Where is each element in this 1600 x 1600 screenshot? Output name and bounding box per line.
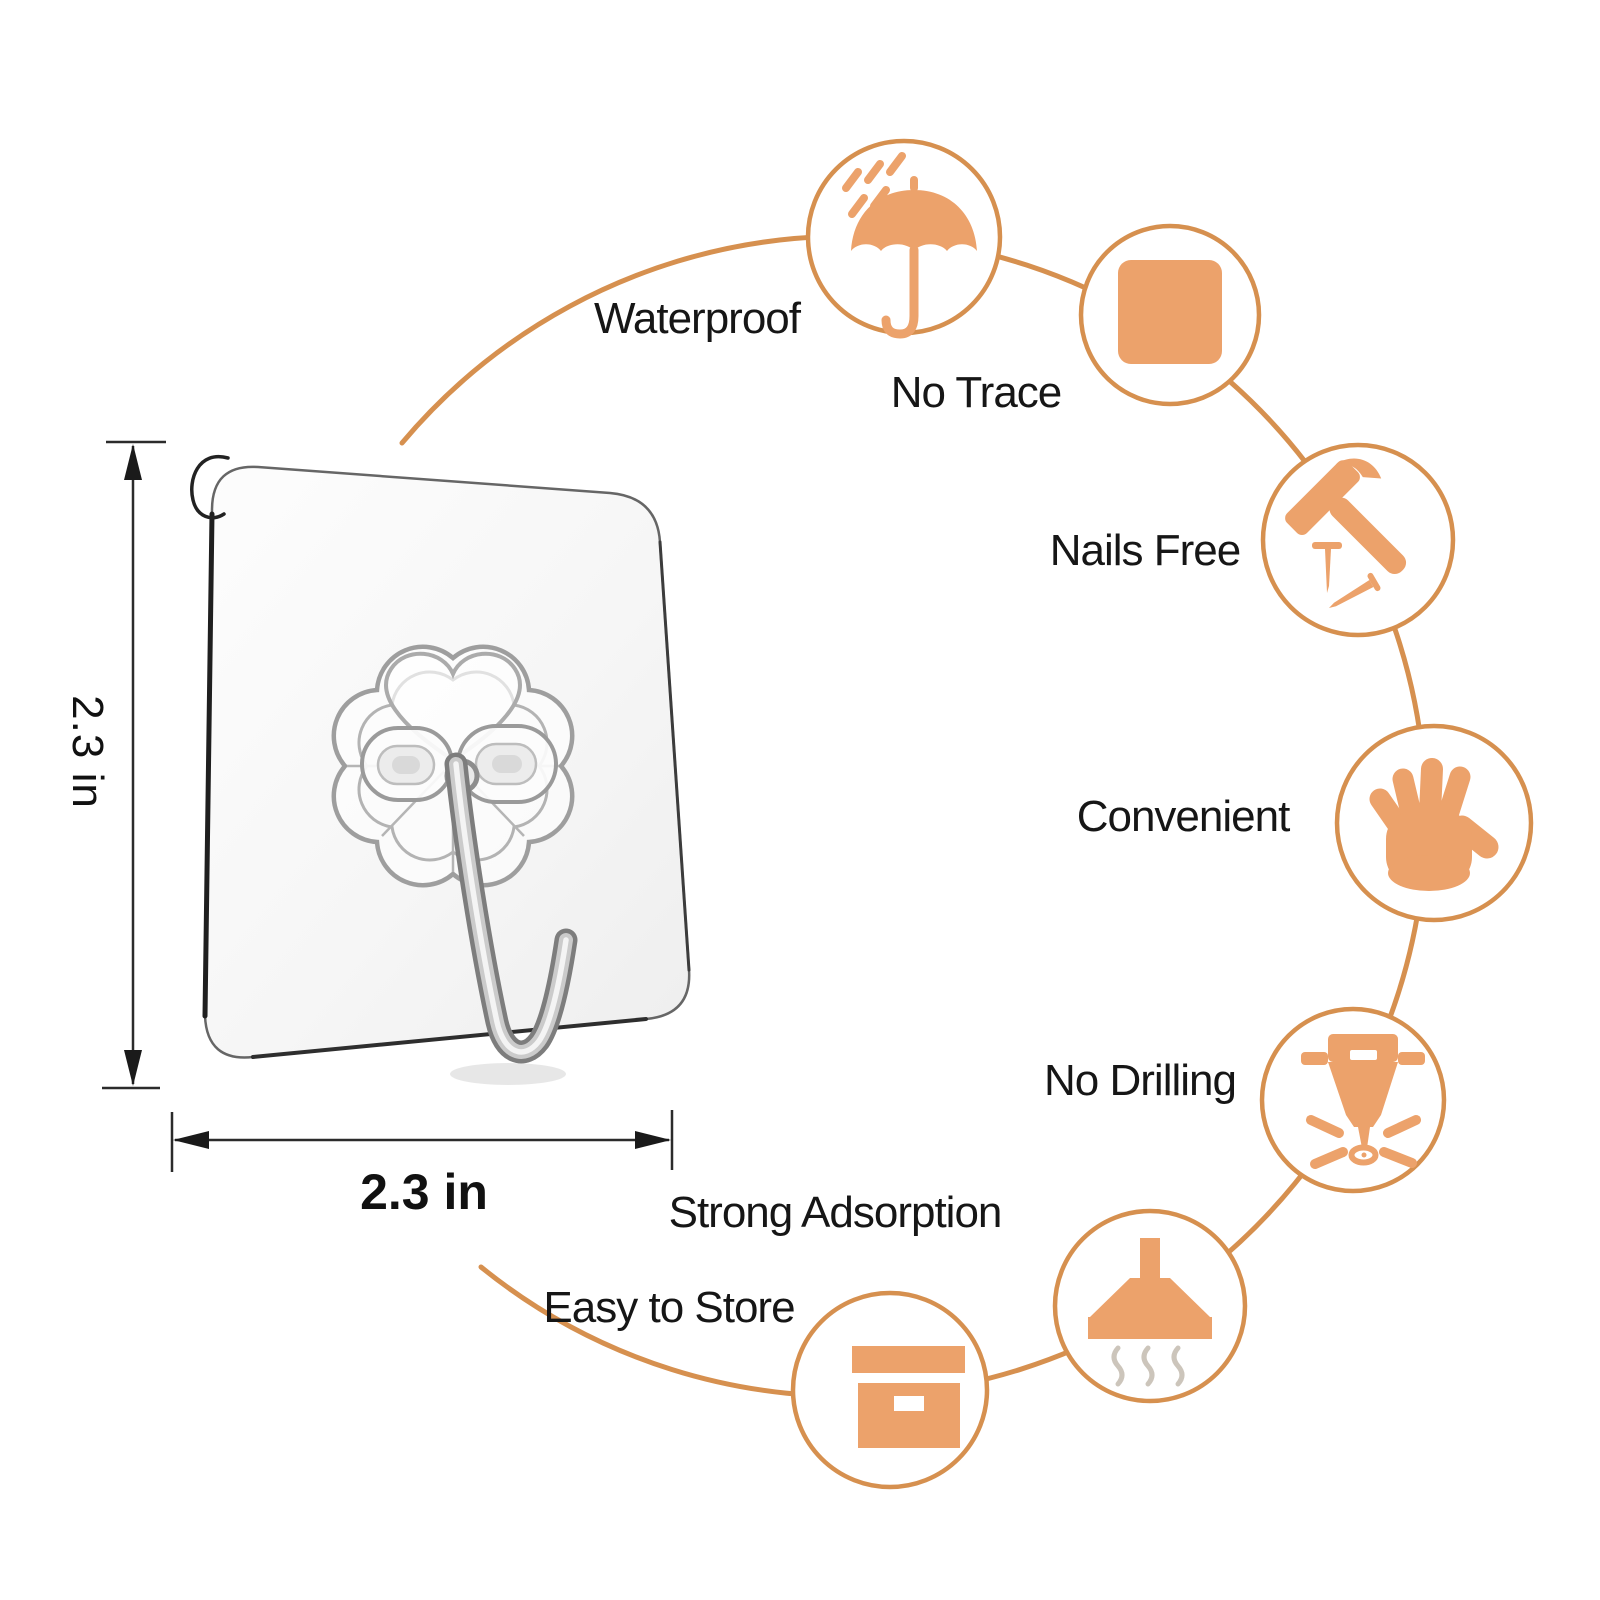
metal-hook [444, 752, 578, 1064]
feature-label-strong-adsorption: Strong Adsorption [668, 1188, 1003, 1237]
feature-label-nails-free: Nails Free [1049, 526, 1241, 575]
steam-lines [1111, 1345, 1185, 1387]
width-dimension-label: 2.3 in [360, 1164, 488, 1220]
pad-right-edge [658, 540, 691, 972]
jackhammer-icon [1301, 1034, 1425, 1169]
feature-label-easy-to-store: Easy to Store [543, 1283, 795, 1332]
capsule-pins [360, 724, 558, 804]
pad-left-edge [202, 511, 215, 1019]
hand-icon [1369, 758, 1499, 891]
product-adhesive-hook [190, 454, 691, 1085]
feature-label-no-trace: No Trace [890, 368, 1063, 417]
umbrella-rain-icon [842, 152, 977, 339]
pad-corner-fold [190, 454, 230, 520]
width-measure-arrow [170, 1110, 674, 1172]
dimension-annotations [102, 440, 674, 1172]
hammer-nails-icon [1285, 458, 1407, 608]
hook-shadow [450, 1063, 566, 1085]
feature-badges [790, 138, 1534, 1490]
pad-bottom-edge [251, 1017, 648, 1059]
feature-label-waterproof: Waterproof [593, 294, 801, 343]
range-hood-icon [1088, 1238, 1212, 1387]
feature-label-convenient: Convenient [1076, 792, 1291, 841]
height-measure-arrow [102, 440, 166, 1090]
height-dimension-label: 2.3 in [63, 695, 112, 809]
storage-box-icon [852, 1346, 965, 1448]
square-icon [1118, 260, 1222, 364]
feature-label-no-drilling: No Drilling [1044, 1056, 1237, 1105]
